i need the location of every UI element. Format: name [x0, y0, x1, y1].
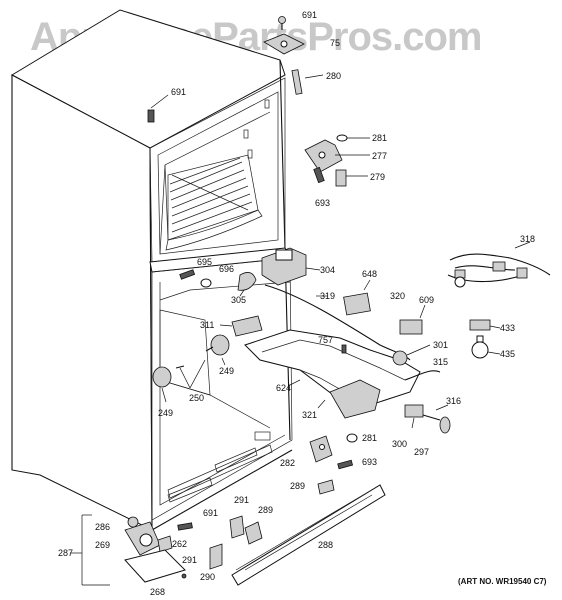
- screw-693-mid: [337, 459, 354, 470]
- callout-282: 282: [280, 458, 295, 468]
- top-hinge-75: [263, 33, 305, 55]
- cover-249-lower: [152, 366, 172, 403]
- hinge-pin-280: [291, 69, 324, 95]
- callout-281-mid: 281: [362, 433, 377, 443]
- shaft-316: [422, 404, 449, 421]
- callout-435: 435: [500, 349, 515, 359]
- switch-300: [404, 404, 424, 429]
- callout-305: 305: [231, 295, 246, 305]
- screw-695: [179, 269, 196, 280]
- callout-280: 280: [326, 71, 341, 81]
- callout-315: 315: [433, 357, 448, 367]
- washer-281-mid: [346, 433, 358, 443]
- callout-301: 301: [433, 340, 448, 350]
- toe-grille-288: [231, 484, 386, 586]
- bracket-291-b: [209, 543, 223, 570]
- grommet-696: [200, 278, 212, 288]
- callout-262: 262: [172, 539, 187, 549]
- callout-250: 250: [189, 393, 204, 403]
- callout-757: 757: [318, 335, 333, 345]
- callout-311: 311: [200, 320, 214, 330]
- hinge-pin-279: [335, 169, 368, 187]
- relay-609: [399, 304, 426, 335]
- callout-433: 433: [500, 323, 515, 333]
- screw-691-left: [147, 94, 169, 123]
- lower-cover-321: [317, 379, 381, 419]
- callout-249-a: 249: [219, 366, 234, 376]
- callout-291-a: 291: [234, 495, 249, 505]
- screw-757: [341, 344, 347, 354]
- screw-693-top: [313, 166, 325, 184]
- cover-305: [237, 272, 257, 297]
- callout-288: 288: [318, 540, 333, 550]
- callout-75: 75: [330, 38, 340, 48]
- screw-250: [175, 359, 206, 389]
- callout-609: 609: [419, 295, 434, 305]
- callout-691-top: 691: [302, 10, 317, 20]
- callout-695: 695: [197, 257, 212, 267]
- callout-277: 277: [372, 151, 387, 161]
- callout-279: 279: [370, 172, 385, 182]
- callout-316: 316: [446, 396, 461, 406]
- roller-assembly-287: [70, 514, 187, 586]
- bracket-289-b: [244, 521, 263, 545]
- light-bulb-435: [471, 335, 501, 359]
- screw-691-low: [177, 522, 193, 531]
- grille-289-clip: [317, 479, 335, 495]
- washer-281-top: [336, 134, 370, 142]
- callout-268: 268: [150, 587, 165, 597]
- callout-297: 297: [414, 447, 429, 457]
- cover-249-upper: [205, 334, 230, 366]
- cabinet: [10, 9, 293, 531]
- callout-289-b: 289: [258, 505, 273, 515]
- callout-286: 286: [95, 522, 110, 532]
- callout-249-b: 249: [158, 408, 173, 418]
- art-number-label: (ART NO. WR19540 C7): [458, 577, 547, 586]
- callout-320: 320: [390, 291, 405, 301]
- wire-315: [404, 370, 441, 381]
- thermostat-648: [343, 279, 371, 316]
- light-shield-311: [219, 315, 263, 337]
- bracket-282: [309, 435, 333, 463]
- wire-harness-318: [447, 241, 551, 288]
- callout-693-top: 693: [315, 198, 330, 208]
- center-hinge-bracket-277: [304, 139, 370, 173]
- knob-297: [439, 416, 451, 434]
- callout-281-top: 281: [372, 133, 387, 143]
- callout-290: 290: [200, 572, 215, 582]
- bracket-291-a: [229, 515, 245, 539]
- callout-289-a: 289: [290, 481, 305, 491]
- freezer-shelf-grille: [165, 154, 263, 251]
- knob-301: [392, 344, 431, 366]
- callout-269: 269: [95, 540, 110, 550]
- callout-291-b: 291: [182, 555, 197, 565]
- callout-696: 696: [219, 264, 234, 274]
- callout-319: 319: [320, 291, 335, 301]
- callout-318: 318: [520, 234, 535, 244]
- callout-300: 300: [392, 439, 407, 449]
- callout-624: 624: [276, 383, 291, 393]
- callout-693-mid: 693: [362, 457, 377, 467]
- callout-648: 648: [362, 269, 377, 279]
- hinge-screw-691-top: [278, 16, 286, 30]
- damper-control-304: [261, 247, 321, 286]
- light-socket-433: [469, 319, 501, 331]
- callout-287: 287: [58, 548, 73, 558]
- callout-691-left: 691: [171, 87, 186, 97]
- callout-304: 304: [320, 265, 335, 275]
- callout-691-low: 691: [203, 508, 218, 518]
- callout-321: 321: [302, 410, 317, 420]
